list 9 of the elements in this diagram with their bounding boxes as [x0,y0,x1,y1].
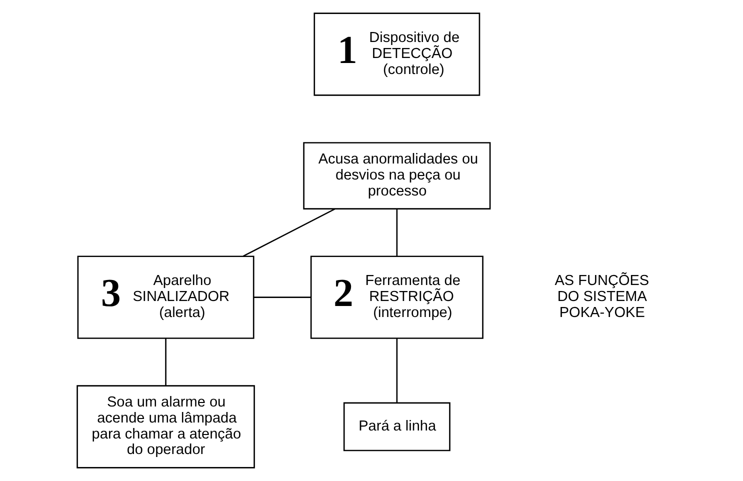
connector [242,208,336,257]
node-box: Acusa anormalidades ou desvios na peça ou processo [303,142,491,210]
connector [396,208,398,256]
connector [396,338,398,403]
connector [254,296,311,298]
connector [165,338,166,386]
node-box: Pará a linha [343,402,450,452]
label: AS FUNÇÕES DO SISTEMA POKA-YOKE [554,273,650,321]
node-box: Soa um alarme ou acende uma lâmpada para chamar a atenção do operador [76,385,255,468]
